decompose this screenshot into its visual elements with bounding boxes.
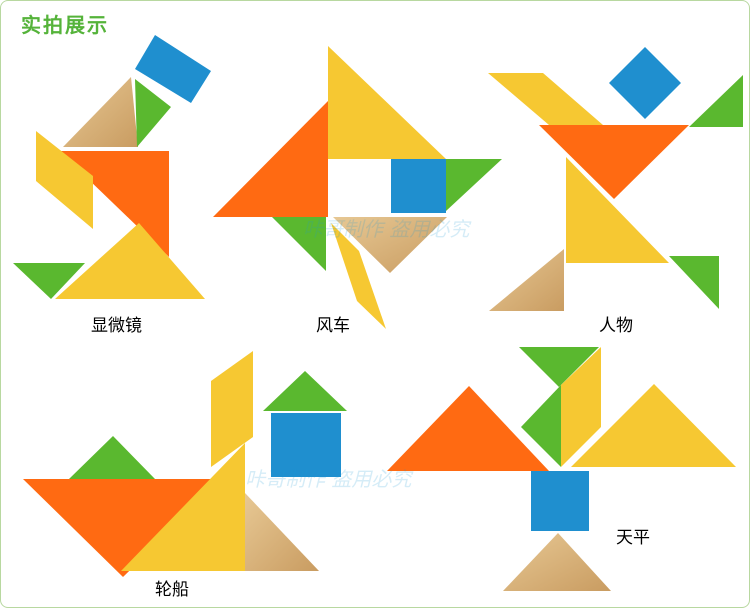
microscope-yellow-parallelogram <box>36 131 93 229</box>
ship-blue-square <box>271 413 341 477</box>
page-title: 实拍展示 <box>21 13 109 37</box>
ship-wood-triangle <box>245 493 319 571</box>
person-yellow-triangle <box>566 157 669 263</box>
microscope-green-triangle <box>135 79 171 147</box>
person-figure <box>488 47 743 311</box>
person-wood-triangle <box>489 249 564 311</box>
person-yellow-parallelogram <box>488 73 603 125</box>
windmill-wood-triangle <box>333 217 447 273</box>
balance-figure <box>387 347 736 591</box>
person-green-triangle <box>689 75 743 127</box>
balance-green-side-triangle <box>521 385 561 467</box>
caption-balance: 天平 <box>616 528 650 548</box>
person-orange-triangle <box>539 125 689 199</box>
microscope-green-small-triangle <box>13 263 85 299</box>
balance-yellow-triangle <box>571 384 736 467</box>
person-green-small-triangle <box>669 256 719 309</box>
ship-yellow-mast <box>211 351 253 467</box>
caption-microscope: 显微镜 <box>91 316 142 336</box>
windmill-blue-square <box>391 159 446 213</box>
windmill-orange-triangle <box>213 101 328 217</box>
windmill-yellow-triangle <box>328 46 446 159</box>
microscope-yellow-triangle <box>55 223 205 299</box>
balance-wood-triangle <box>503 533 611 591</box>
microscope-blue-square <box>135 35 211 103</box>
watermark-top: 咔哥制作 盗用必究 <box>303 217 470 241</box>
balance-yellow-parallelogram <box>561 347 601 467</box>
person-blue-square <box>609 47 681 119</box>
watermark-bottom: 咔哥制作 盗用必究 <box>245 467 412 491</box>
caption-person: 人物 <box>599 316 633 336</box>
windmill-green-triangle <box>446 159 502 211</box>
windmill-figure <box>213 46 502 329</box>
microscope-figure <box>13 35 211 299</box>
microscope-wood-triangle <box>63 77 138 147</box>
ship-green-roof <box>263 371 347 411</box>
caption-windmill: 风车 <box>316 316 350 336</box>
balance-blue-square <box>531 471 589 531</box>
ship-green-sail <box>69 436 155 479</box>
windmill-green-small-triangle <box>272 217 326 271</box>
ship-yellow-triangle <box>121 443 245 571</box>
balance-orange-triangle <box>387 386 549 471</box>
balance-green-top-triangle <box>519 347 599 387</box>
caption-ship: 轮船 <box>155 580 189 600</box>
ship-orange-hull <box>23 479 223 577</box>
ship-figure <box>23 351 347 577</box>
windmill-yellow-parallelogram <box>331 223 386 329</box>
